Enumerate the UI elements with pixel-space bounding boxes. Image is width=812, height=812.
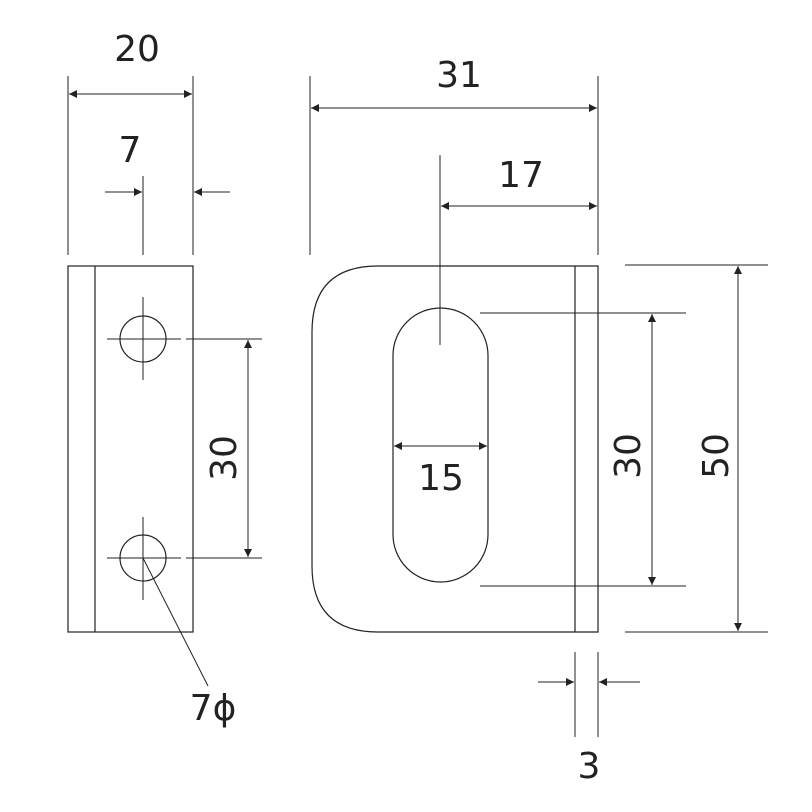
slot bbox=[392, 307, 489, 583]
front-height-label: 50 bbox=[696, 433, 737, 479]
front-width-label: 31 bbox=[436, 55, 482, 96]
front-view: 31 17 15 30 50 3 bbox=[309, 55, 768, 787]
front-slot-width-label: 15 bbox=[418, 458, 464, 499]
front-slot-length-label: 30 bbox=[608, 433, 649, 479]
side-offset-label: 7 bbox=[119, 130, 142, 171]
hole-leader-line bbox=[142, 557, 209, 687]
side-width-label: 20 bbox=[114, 29, 160, 70]
side-view: 20 7 30 7ϕ bbox=[67, 29, 262, 729]
side-hole-spacing-label: 30 bbox=[204, 435, 245, 481]
side-view-outline bbox=[67, 265, 194, 633]
front-view-outline bbox=[311, 265, 599, 633]
front-slot-offset-label: 17 bbox=[498, 155, 544, 196]
front-thickness-label: 3 bbox=[578, 746, 601, 787]
side-hole-label: 7ϕ bbox=[190, 688, 237, 729]
